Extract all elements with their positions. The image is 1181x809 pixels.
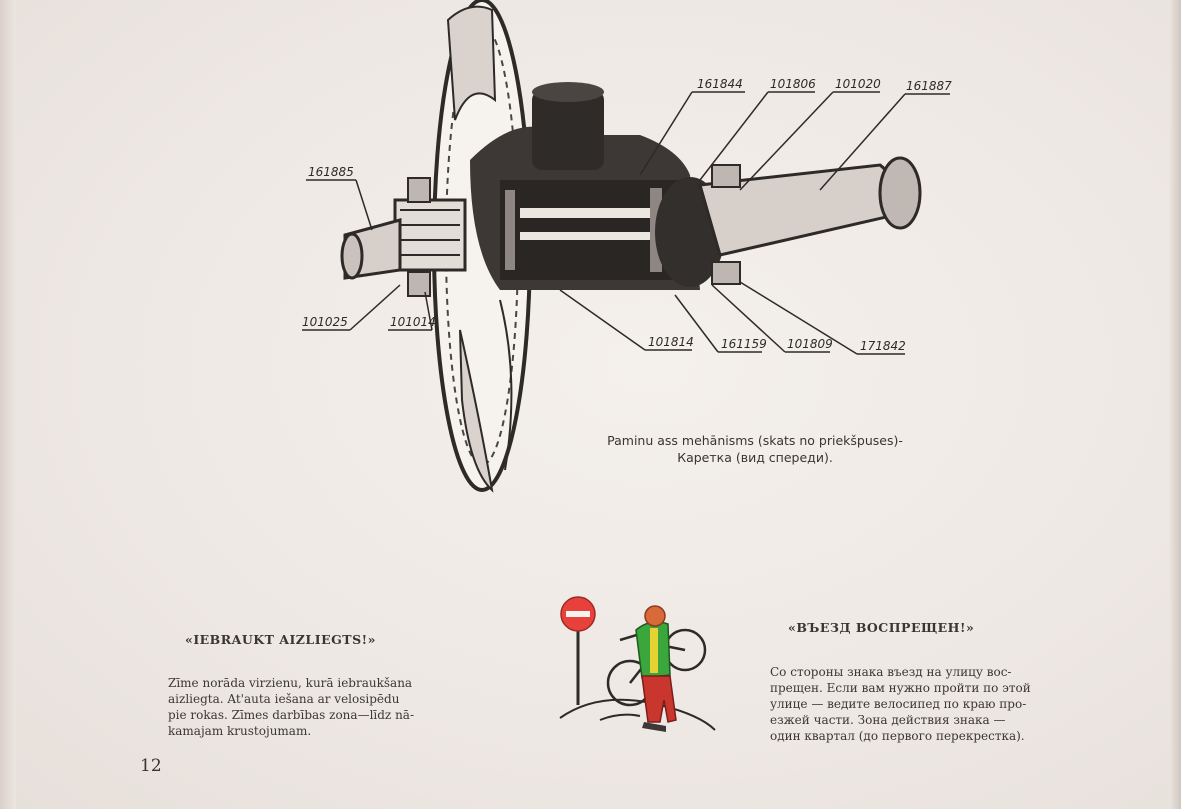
part-label-161885: 161885 — [308, 165, 354, 179]
part-label-161159: 161159 — [721, 337, 767, 351]
part-label-101809: 101809 — [787, 337, 833, 351]
bracket-shell — [470, 82, 725, 291]
part-label-101020: 101020 — [835, 77, 881, 91]
part-label-101806: 101806 — [770, 77, 816, 91]
latvian-paragraph: Zīme norāda virzienu, kurā iebraukšana a… — [168, 675, 414, 739]
page-binding-edge — [0, 0, 16, 809]
latvian-line: aizliegta. At'auta iešana ar velosipēdu — [168, 692, 400, 706]
part-label-101014: 101014 — [390, 315, 436, 329]
latvian-line: kamajam krustojumam. — [168, 724, 312, 738]
cyclist-walking-bicycle-icon — [606, 605, 707, 732]
figure-caption: Paminu ass mehānisms (skats no priekšpus… — [520, 432, 990, 466]
left-axle-end — [340, 177, 467, 297]
russian-line: один квартал (до первого перекрестка). — [770, 729, 1025, 743]
russian-line: улице — ведите велосипед по краю про- — [770, 697, 1027, 711]
latvian-line: Zīme norāda virzienu, kurā iebraukšana — [168, 676, 413, 690]
caption-russian: Каретка (вид спереди). — [677, 450, 833, 465]
part-label-161887: 161887 — [906, 79, 952, 93]
part-label-171842: 171842 — [860, 339, 906, 353]
latvian-line: pie rokas. Zīmes darbības zona—līdz nā- — [168, 708, 414, 722]
part-label-101025: 101025 — [302, 315, 348, 329]
russian-heading: «ВЪЕЗД ВОСПРЕЩЕН!» — [788, 620, 975, 635]
page-number: 12 — [140, 756, 162, 776]
leader-lines — [302, 91, 950, 355]
part-label-101814: 101814 — [648, 335, 694, 349]
russian-paragraph: Со стороны знака въезд на улицу вос- пре… — [770, 664, 1031, 744]
caption-latvian: Paminu ass mehānisms (skats no priekšpus… — [607, 433, 903, 448]
russian-line: Со стороны знака въезд на улицу вос- — [770, 665, 1012, 679]
latvian-heading: «IEBRAUKT AIZLIEGTS!» — [185, 632, 376, 647]
part-label-161844: 161844 — [697, 77, 743, 91]
right-crank-arm — [698, 156, 922, 285]
page-right-edge — [1169, 0, 1181, 809]
russian-line: езжей части. Зона действия знака — — [770, 713, 1006, 727]
russian-line: прещен. Если вам нужно пройти по этой — [770, 681, 1031, 695]
